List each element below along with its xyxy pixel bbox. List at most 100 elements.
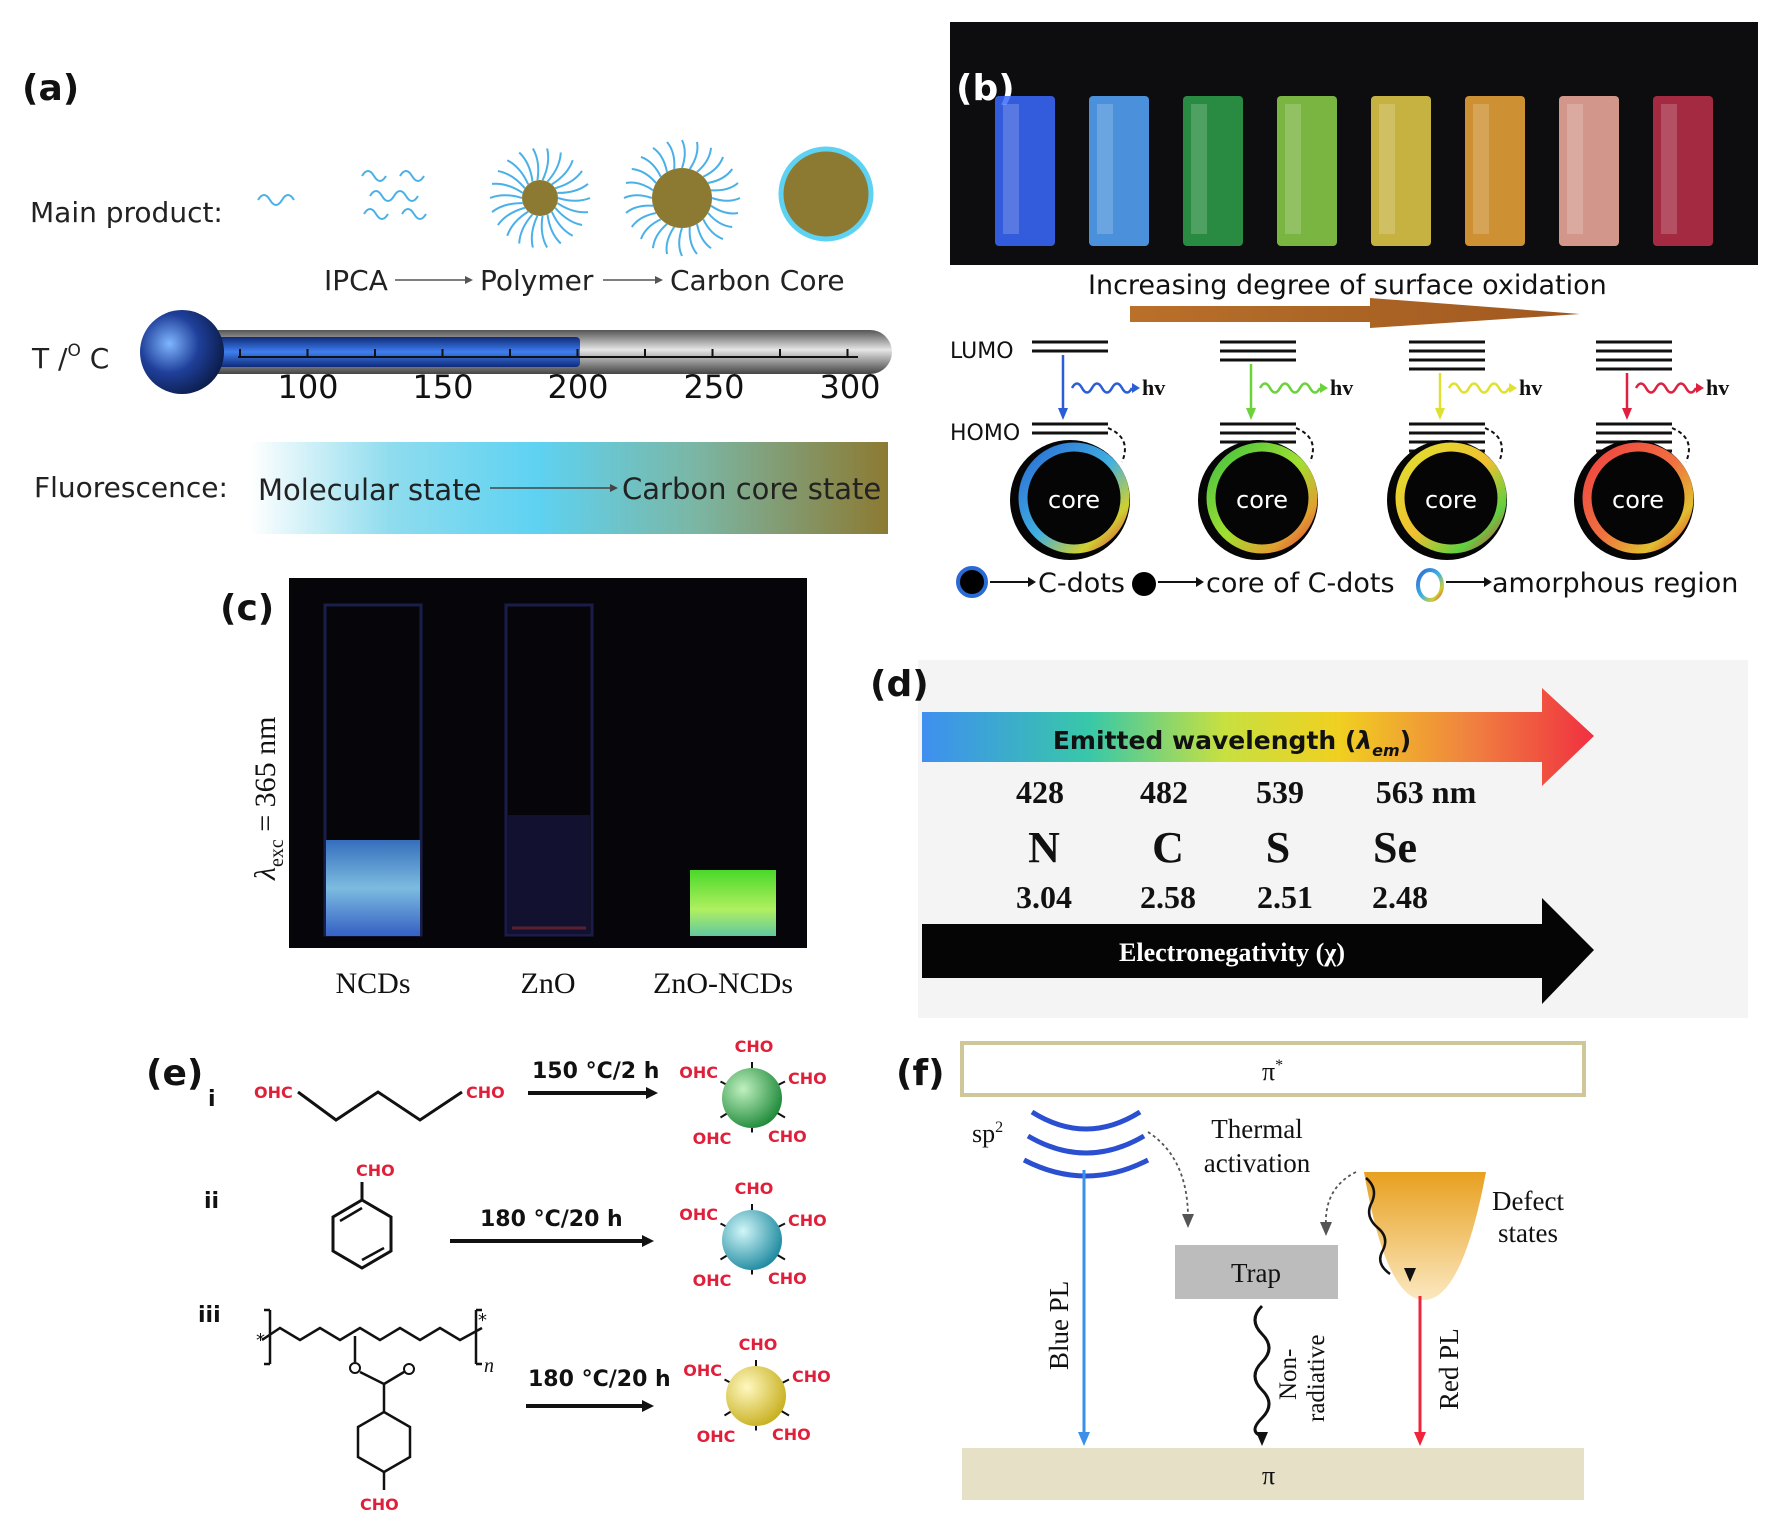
functionalized-spheres: CHOCHOCHOOHCOHCCHOCHOCHOOHCOHCCHOCHOCHOO… bbox=[679, 1037, 830, 1446]
aldehyde-group-label: OHC bbox=[693, 1129, 732, 1148]
aldehyde-group-label: CHO bbox=[739, 1335, 778, 1354]
polymer-chain bbox=[557, 183, 589, 194]
sample-zno: ZnO bbox=[521, 967, 576, 1000]
polymer-n: n bbox=[484, 1355, 494, 1377]
sample-ncds: NCDs bbox=[335, 967, 410, 1000]
polymer-chain bbox=[556, 202, 589, 214]
alkyl-chain bbox=[297, 1090, 463, 1122]
arrowhead-icon bbox=[1058, 408, 1068, 420]
oxidation-arrow bbox=[1130, 298, 1580, 328]
vial bbox=[995, 96, 1055, 246]
bond bbox=[361, 1246, 385, 1262]
core-legend-icon bbox=[1132, 572, 1156, 596]
vial bbox=[1277, 96, 1337, 246]
non-radiative-path bbox=[1253, 1304, 1271, 1438]
hv-label: hv bbox=[1706, 375, 1729, 400]
arrowhead-icon bbox=[1414, 1432, 1426, 1446]
polymer-star: * bbox=[256, 1330, 265, 1351]
stage-carbon-core: Carbon Core bbox=[670, 264, 845, 297]
polymer-chain bbox=[497, 206, 526, 226]
polymer-chain bbox=[640, 156, 662, 178]
polymer-chain bbox=[518, 213, 534, 244]
element-se: Se bbox=[1373, 823, 1417, 872]
arrowhead-icon bbox=[1320, 383, 1328, 393]
cho-group: CHO bbox=[466, 1083, 505, 1102]
arrowhead-icon bbox=[1622, 408, 1632, 420]
defect-activation-arrow bbox=[1325, 1171, 1357, 1227]
polymer-chain bbox=[554, 207, 583, 227]
ipca-molecule-icon bbox=[257, 194, 295, 206]
photon-wave-icon bbox=[1070, 382, 1134, 394]
lumo-label: LUMO bbox=[950, 339, 1014, 364]
stage-ipca: IPCA bbox=[324, 264, 388, 297]
carbon-particle-hairy-icon bbox=[623, 139, 741, 257]
glow-ncds bbox=[326, 840, 420, 936]
panel-f: (f) π* π sp2 Blue PL Thermal activation … bbox=[896, 1041, 1586, 1500]
vial bbox=[1089, 96, 1149, 246]
aldehyde-group-label: OHC bbox=[679, 1205, 718, 1224]
polymer-chain bbox=[489, 194, 523, 199]
hv-label: hv bbox=[1142, 375, 1165, 400]
vial-highlight bbox=[1285, 104, 1301, 234]
element-s: S bbox=[1266, 823, 1290, 872]
temperature-axis-label: T /O C bbox=[31, 341, 109, 375]
wavelength-se: 563 nm bbox=[1376, 774, 1477, 810]
wavelength-s: 539 bbox=[1256, 774, 1304, 810]
core-label: core bbox=[1425, 486, 1477, 514]
aldehyde-group-label: CHO bbox=[788, 1211, 827, 1230]
arrowhead-icon bbox=[465, 276, 473, 284]
arrowhead-icon bbox=[1404, 1268, 1416, 1282]
polymer-chain bbox=[707, 168, 734, 184]
arrowhead-icon bbox=[1256, 1432, 1268, 1446]
aldehyde-group-label: CHO bbox=[792, 1367, 831, 1386]
benzene-ring bbox=[356, 1410, 412, 1474]
arrowhead-icon bbox=[1246, 408, 1256, 420]
vial bbox=[1183, 96, 1243, 246]
photon-wave-icon bbox=[1258, 382, 1322, 394]
arrowhead-icon bbox=[610, 484, 618, 492]
core-label: core bbox=[1236, 486, 1288, 514]
polymer-chain bbox=[491, 202, 523, 213]
panel-c-label: (c) bbox=[220, 588, 274, 629]
oxygen-atom bbox=[349, 1362, 361, 1374]
electronegativity-arrow bbox=[922, 898, 1594, 1004]
main-product-label: Main product: bbox=[30, 196, 223, 229]
vial-highlight bbox=[1003, 104, 1019, 234]
aldehyde-group-label: CHO bbox=[768, 1127, 807, 1146]
arrowhead-icon bbox=[642, 1235, 654, 1247]
polymer-chain bbox=[530, 215, 539, 248]
vial bbox=[1559, 96, 1619, 246]
polymer-chain bbox=[681, 139, 686, 169]
polymer-chain bbox=[541, 148, 550, 181]
trap-label: Trap bbox=[1231, 1258, 1281, 1288]
pi-label: π bbox=[1262, 1461, 1275, 1490]
amorphous-shell bbox=[1018, 442, 1130, 554]
arrowhead-icon bbox=[1132, 383, 1140, 393]
polymer-chain bbox=[540, 215, 548, 248]
legend-cdots: C-dots bbox=[1038, 568, 1125, 599]
relaxation-arrow bbox=[1484, 427, 1503, 463]
amorphous-shell bbox=[1395, 442, 1507, 554]
polymer-chain bbox=[666, 141, 676, 170]
polymer-backbone bbox=[261, 1326, 483, 1342]
electronegativity-s: 2.51 bbox=[1257, 879, 1313, 915]
carbon-core-icon bbox=[778, 146, 874, 242]
polymer-bracket-left bbox=[264, 1308, 272, 1366]
polymer-chain bbox=[631, 168, 657, 184]
polymer-particle-icon bbox=[489, 148, 591, 248]
polymer-chain bbox=[652, 223, 668, 249]
temp-tick-250: 250 bbox=[683, 368, 744, 406]
core-label: core bbox=[1612, 486, 1664, 514]
arrowhead-icon bbox=[1484, 577, 1492, 587]
aldehyde-group-label: OHC bbox=[683, 1361, 722, 1380]
polymer-chain bbox=[696, 223, 712, 250]
cho-group: CHO bbox=[356, 1161, 395, 1180]
polymer-chain bbox=[557, 197, 591, 202]
polymer-chain bbox=[550, 211, 574, 237]
glow-zno-ncds bbox=[690, 870, 776, 936]
hv-label: hv bbox=[1330, 375, 1353, 400]
nonrad-label-1: Non- bbox=[1275, 1349, 1302, 1400]
vial bbox=[1465, 96, 1525, 246]
defect-label-2: states bbox=[1498, 1218, 1558, 1248]
